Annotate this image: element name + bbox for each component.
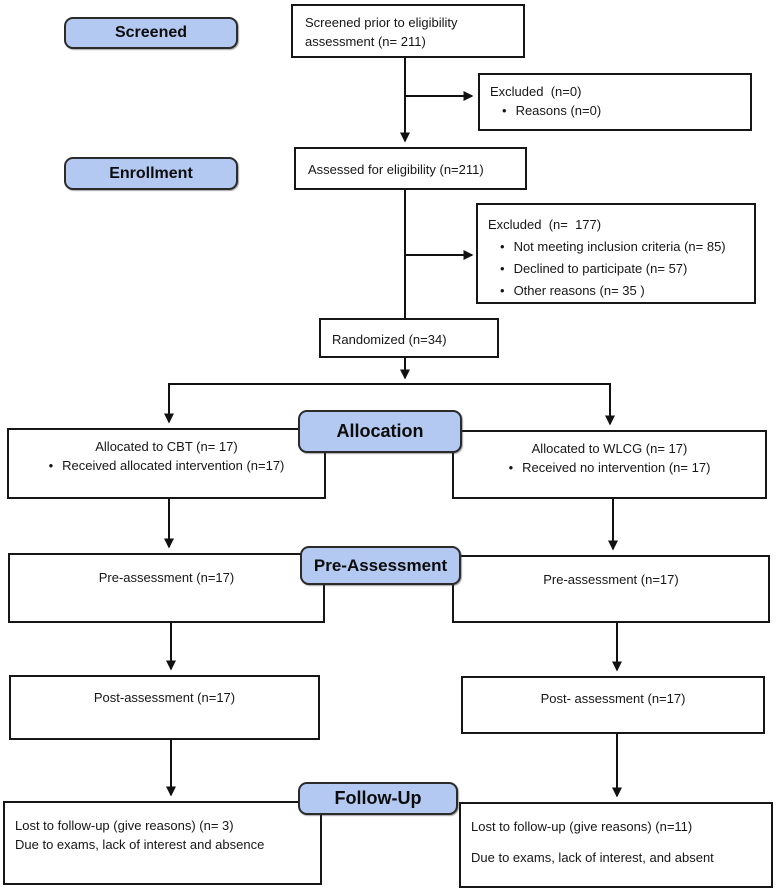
box-title: Allocated to WLCG (n= 17) xyxy=(531,441,688,456)
bullet-icon xyxy=(509,458,514,477)
bullet-item: Received allocated intervention (n=17) xyxy=(9,456,324,475)
box-text: Due to exams, lack of interest and absen… xyxy=(15,837,265,852)
bullet-icon xyxy=(500,280,505,301)
box-text: Due to exams, lack of interest, and abse… xyxy=(471,850,714,865)
bullet-text: Declined to participate (n= 57) xyxy=(513,261,688,276)
box-followup-wlcg: Lost to follow-up (give reasons) (n=11) … xyxy=(459,802,773,888)
box-text: Post-assessment (n=17) xyxy=(93,690,236,705)
bullet-text: Received allocated intervention (n=17) xyxy=(62,458,285,473)
stage-label-screened: Screened xyxy=(64,17,238,49)
box-text: assessment (n= 211) xyxy=(305,34,426,49)
stage-label-enrollment: Enrollment xyxy=(64,157,238,190)
box-screened-info: Screened prior to eligibility assessment… xyxy=(291,4,525,58)
bullet-item: Other reasons (n= 35 ) xyxy=(488,280,744,301)
box-text: Post- assessment (n=17) xyxy=(540,691,686,706)
box-text: Randomized (n=34) xyxy=(332,332,447,347)
box-text: Pre-assessment (n=17) xyxy=(98,570,235,585)
bullet-text: Received no intervention (n= 17) xyxy=(522,460,711,475)
box-excluded-screening: Excluded (n=0) Reasons (n=0) xyxy=(478,73,752,131)
bullet-icon xyxy=(502,101,507,120)
stage-label-pre-assessment: Pre-Assessment xyxy=(300,546,461,585)
box-title: Excluded (n=0) xyxy=(490,84,582,99)
box-text: Lost to follow-up (give reasons) (n=11) xyxy=(471,819,693,834)
box-title: Allocated to CBT (n= 17) xyxy=(95,439,238,454)
box-text: Screened prior to eligibility xyxy=(305,15,458,30)
box-post-assessment-cbt: Post-assessment (n=17) xyxy=(9,675,320,740)
box-excluded-eligibility: Excluded (n= 177) Not meeting inclusion … xyxy=(476,203,756,304)
box-pre-assessment-cbt: Pre-assessment (n=17) xyxy=(8,553,325,623)
box-followup-cbt: Lost to follow-up (give reasons) (n= 3) … xyxy=(3,801,322,885)
box-text: Assessed for eligibility (n=211) xyxy=(308,162,484,177)
bullet-item: Declined to participate (n= 57) xyxy=(488,258,744,279)
box-title: Excluded (n= 177) xyxy=(488,217,602,232)
bullet-text: Not meeting inclusion criteria (n= 85) xyxy=(513,239,726,254)
bullet-item: Reasons (n=0) xyxy=(490,101,740,120)
box-post-assessment-wlcg: Post- assessment (n=17) xyxy=(461,676,765,734)
bullet-text: Reasons (n=0) xyxy=(515,103,602,118)
box-text: Lost to follow-up (give reasons) (n= 3) xyxy=(15,818,234,833)
bullet-icon xyxy=(500,258,505,279)
box-allocated-wlcg: Allocated to WLCG (n= 17) Received no in… xyxy=(452,430,767,499)
bullet-icon xyxy=(49,456,54,475)
box-allocated-cbt: Allocated to CBT (n= 17) Received alloca… xyxy=(7,428,326,499)
stage-label-follow-up: Follow-Up xyxy=(298,782,458,815)
bullet-item: Not meeting inclusion criteria (n= 85) xyxy=(488,236,744,257)
box-text: Pre-assessment (n=17) xyxy=(543,572,679,587)
box-assessed: Assessed for eligibility (n=211) xyxy=(294,147,527,190)
box-randomized: Randomized (n=34) xyxy=(319,318,499,358)
box-text xyxy=(471,836,761,848)
bullet-icon xyxy=(500,236,505,257)
box-pre-assessment-wlcg: Pre-assessment (n=17) xyxy=(452,555,770,623)
stage-label-allocation: Allocation xyxy=(298,410,462,453)
bullet-item: Received no intervention (n= 17) xyxy=(454,458,765,477)
bullet-text: Other reasons (n= 35 ) xyxy=(513,283,645,298)
